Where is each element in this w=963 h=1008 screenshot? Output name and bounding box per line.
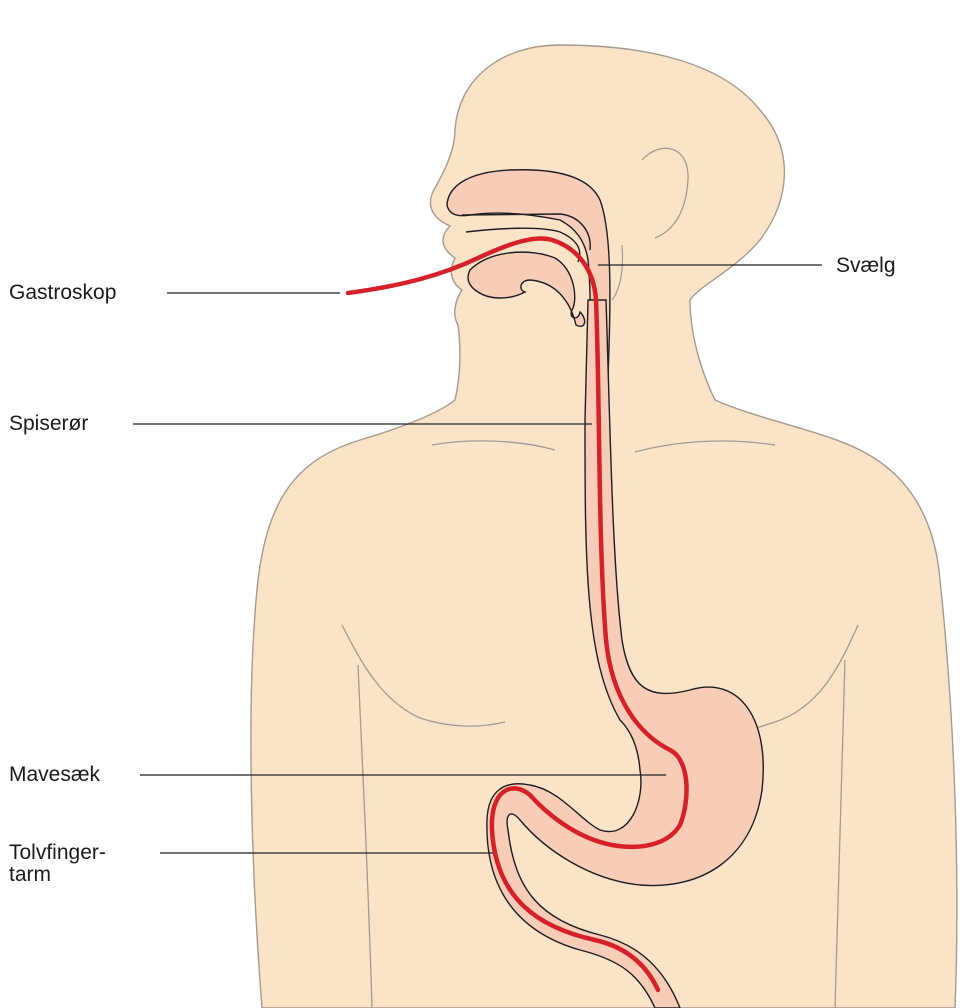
label-tolvfingertarm: Tolvfinger- tarm — [9, 842, 149, 886]
label-mavesaek: Mavesæk — [9, 764, 100, 786]
label-tolvfingertarm-line2: tarm — [9, 864, 149, 886]
label-spiseroer: Spiserør — [9, 413, 88, 435]
label-tolvfingertarm-line1: Tolvfinger- — [9, 842, 149, 864]
label-gastroskop: Gastroskop — [9, 282, 116, 304]
label-svaelg: Svælg — [836, 255, 896, 277]
